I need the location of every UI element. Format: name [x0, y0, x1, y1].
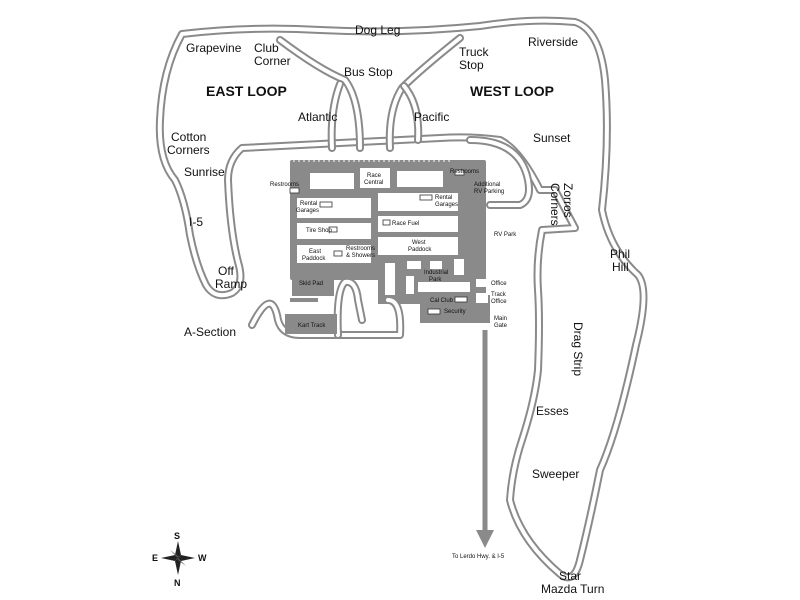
office-label: Office	[491, 281, 507, 287]
star-mazda-label-2: Mazda Turn	[541, 582, 604, 596]
phil-hill-label-1: Phil	[610, 247, 630, 261]
race-central-label-1: Race	[367, 173, 382, 179]
tire-shop-label: Tire Shop	[306, 228, 332, 234]
rental-garages-right-label-2: Garages	[435, 202, 458, 208]
skid-pad-label: Skid Pad	[299, 281, 323, 287]
esses-label: Esses	[536, 404, 569, 418]
atlantic-label: Atlantic	[298, 110, 337, 124]
compass-w-label: W	[198, 553, 207, 563]
cal-club-label: Cal Club	[430, 298, 454, 304]
restrooms-showers-label-2: & Showers	[346, 253, 375, 259]
track-office-label-2: Office	[491, 299, 507, 305]
security-label: Security	[444, 309, 466, 315]
industrial-park-label-1: Industrial	[424, 270, 448, 276]
race-fuel-label: Race Fuel	[392, 221, 419, 227]
main-gate-label-1: Main	[494, 316, 507, 322]
rental-garages-left-label-2: Garages	[296, 208, 319, 214]
exit-road	[476, 330, 494, 548]
pacific-label: Pacific	[414, 110, 449, 124]
zorros-corners-label-1: Zorros	[561, 183, 575, 218]
west-paddock-label-1: West	[412, 240, 426, 246]
compass-e-label: E	[152, 553, 158, 563]
club-corner-label-1: Club	[254, 41, 279, 55]
kart-track-area	[248, 277, 405, 339]
track-office-label-1: Track	[491, 292, 507, 298]
compass-n-label: N	[174, 578, 181, 588]
main-gate-label-2: Gate	[494, 323, 508, 329]
cotton-corners-label-1: Cotton	[171, 130, 206, 144]
rental-garages-left-label-1: Rental	[300, 201, 317, 207]
additional-rv-label-1: Additional	[474, 182, 500, 188]
drag-strip-label: Drag Strip	[571, 322, 585, 376]
west-paddock-label-2: Paddock	[408, 247, 432, 253]
west-loop-link	[385, 34, 464, 152]
sunset-label: Sunset	[533, 131, 571, 145]
east-paddock-label-1: East	[309, 249, 321, 255]
east-loop-link	[276, 36, 364, 152]
to-lerdo-label: To Lerdo Hwy. & I-5	[452, 554, 505, 560]
additional-rv-label-2: RV Parking	[474, 189, 504, 195]
sunrise-label: Sunrise	[184, 165, 225, 179]
compass-s-label: S	[174, 531, 180, 541]
bus-stop-label: Bus Stop	[344, 65, 393, 79]
grapevine-label: Grapevine	[186, 41, 242, 55]
compass-icon: S E W N	[152, 531, 207, 588]
east-paddock-label-2: Paddock	[302, 256, 326, 262]
a-section-label: A-Section	[184, 325, 236, 339]
east-loop-label: EAST LOOP	[206, 83, 287, 99]
sweeper-label: Sweeper	[532, 467, 579, 481]
club-corner-label-2: Corner	[254, 54, 291, 68]
cotton-corners-label-2: Corners	[167, 143, 210, 157]
restrooms-right-label: Restrooms	[450, 169, 479, 175]
west-loop-label: WEST LOOP	[470, 83, 554, 99]
industrial-park-label-2: Park	[429, 277, 442, 283]
restrooms-left-label: Restrooms	[270, 182, 299, 188]
sunset-inner-track	[466, 136, 533, 209]
dog-leg-label: Dog Leg	[355, 23, 400, 37]
race-central-label-2: Central	[364, 180, 383, 186]
off-ramp-label-1: Off	[218, 264, 234, 278]
riverside-label: Riverside	[528, 35, 578, 49]
star-mazda-label-1: Star	[559, 569, 581, 583]
kart-track-label: Kart Track	[298, 323, 326, 329]
truck-stop-label-2: Stop	[459, 58, 484, 72]
phil-hill-label-2: Hill	[612, 260, 629, 274]
zorros-corners-label-2: Corners	[548, 183, 562, 226]
rv-park-label: RV Park	[494, 232, 517, 238]
rental-garages-right-label-1: Rental	[435, 195, 452, 201]
i5-label: I-5	[189, 215, 203, 229]
restrooms-showers-label-1: Restrooms	[346, 246, 375, 252]
paddock-area	[288, 160, 490, 323]
truck-stop-label-1: Truck	[459, 45, 490, 59]
off-ramp-label-2: Ramp	[215, 277, 247, 291]
track-outline	[155, 16, 648, 582]
zorros-corners-label: Zorros Corners	[548, 183, 575, 226]
